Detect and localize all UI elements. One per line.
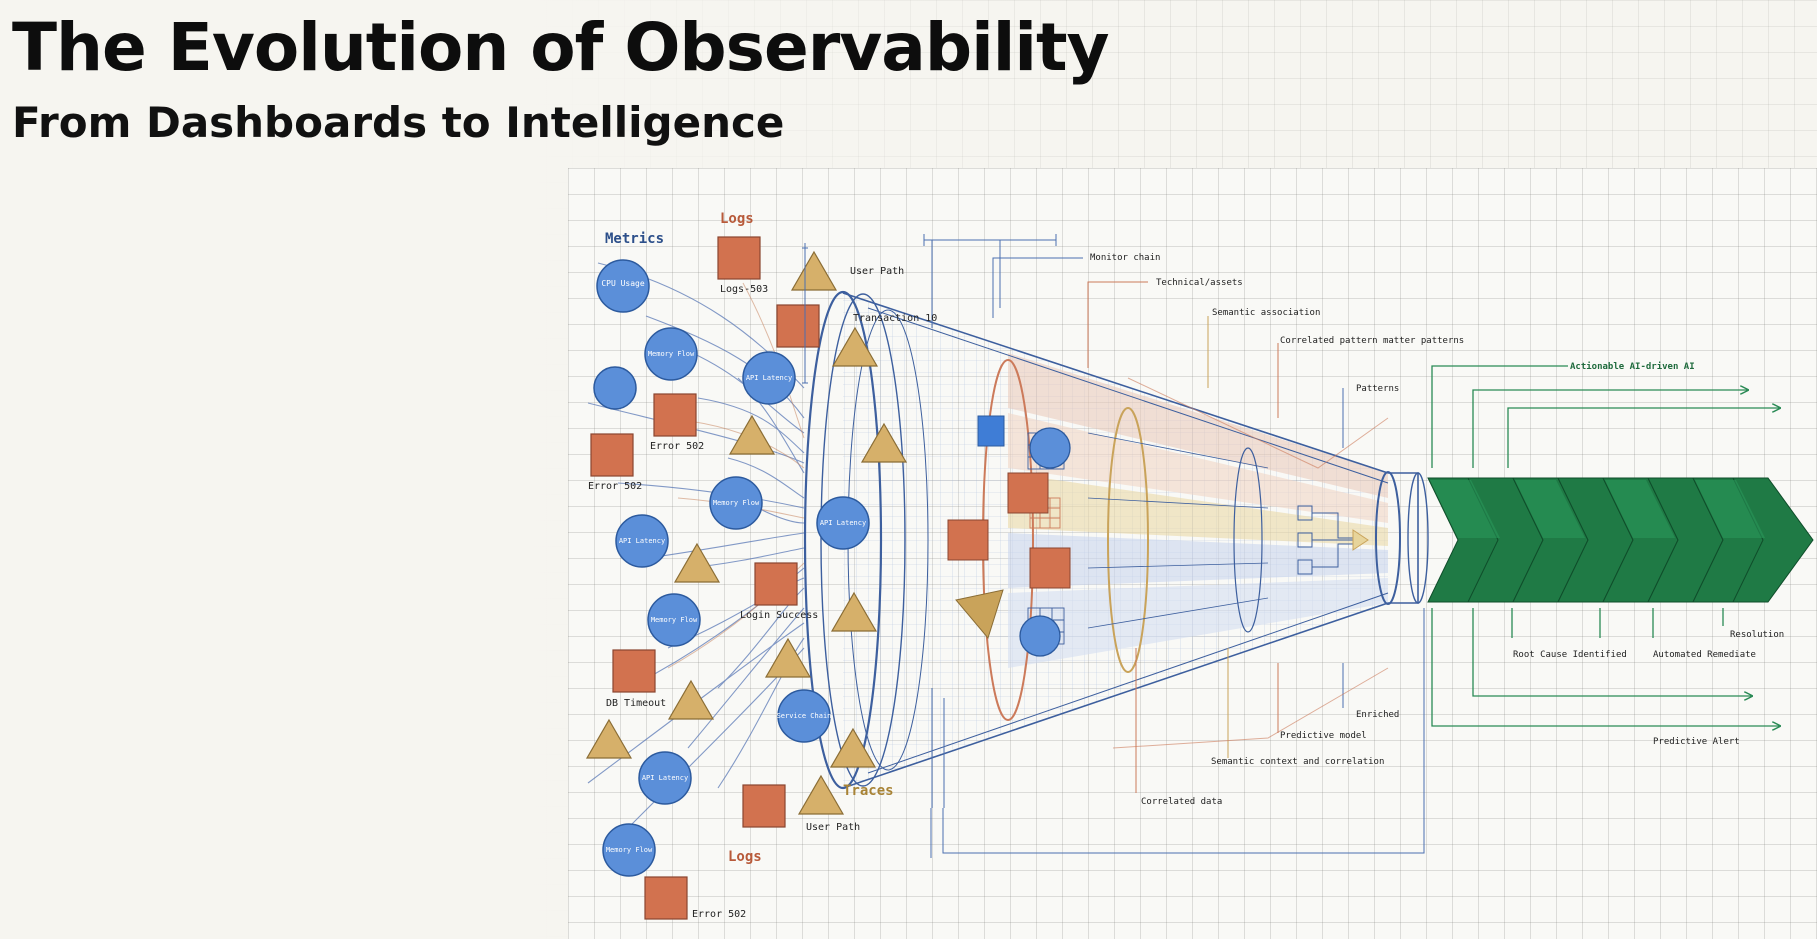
- annotation-semantic-context: Semantic context and correlation: [1211, 757, 1384, 767]
- metrics-header: Metrics: [605, 231, 664, 247]
- funnel: [803, 290, 1429, 790]
- label-error-502-c: Error 502: [692, 909, 746, 920]
- label-api-latency-4: API Latency: [642, 774, 688, 782]
- observability-funnel-diagram: Metrics Logs Logs Traces CPU Usage Memor…: [568, 168, 1817, 939]
- label-api-latency-3: API Latency: [619, 537, 665, 545]
- annotation-semantic-association: Semantic association: [1212, 308, 1320, 318]
- label-db-timeout: DB Timeout: [606, 698, 666, 709]
- page-subtitle: From Dashboards to Intelligence: [12, 98, 785, 147]
- outcome-root-cause: Root Cause Identified: [1513, 650, 1627, 660]
- outcome-automated-remediate: Automated Remediate: [1653, 650, 1756, 660]
- output-arrow: [1427, 477, 1814, 603]
- funnel-contents: [947, 415, 1071, 657]
- label-error-502-b: Error 502: [588, 481, 642, 492]
- label-user-path-bottom: User Path: [806, 822, 860, 833]
- label-logs-503: Logs-503: [720, 284, 768, 295]
- label-memory-flow-4: Memory Flow: [606, 846, 653, 854]
- outcome-predictive-alert: Predictive Alert: [1653, 737, 1740, 747]
- trace-triangles: [585, 250, 908, 815]
- annotation-correlated-pattern: Correlated pattern matter patterns: [1280, 336, 1464, 346]
- annotation-leaders: [992, 257, 1389, 793]
- annotation-predictive-model: Predictive model: [1280, 731, 1367, 741]
- label-service-chain: Service Chain: [777, 712, 832, 720]
- outcome-actionable-ai: Actionable AI-driven AI: [1570, 361, 1695, 372]
- label-error-502-a: Error 502: [650, 441, 704, 452]
- annotation-monitor-chain: Monitor chain: [1090, 253, 1160, 263]
- logs-header-top: Logs: [720, 211, 754, 227]
- label-cpu-usage: CPU Usage: [601, 279, 645, 288]
- metric-circles: [593, 259, 870, 877]
- label-memory-flow-1: Memory Flow: [648, 350, 695, 358]
- traces-header: Traces: [843, 783, 894, 799]
- annotation-patterns: Patterns: [1356, 384, 1399, 394]
- outcome-resolution: Resolution: [1730, 630, 1784, 640]
- page-title: The Evolution of Observability: [12, 9, 1110, 86]
- annotation-enriched: Enriched: [1356, 710, 1399, 720]
- label-user-path-top: User Path: [850, 266, 904, 277]
- label-api-latency-1: API Latency: [746, 374, 792, 382]
- label-login-success: Login Success: [740, 610, 818, 621]
- outcome-lines: [1431, 365, 1780, 726]
- log-squares: [590, 236, 820, 920]
- label-memory-flow-3: Memory Flow: [651, 616, 698, 624]
- annotation-correlated-data: Correlated data: [1141, 797, 1222, 807]
- label-memory-flow-2: Memory Flow: [713, 499, 760, 507]
- label-api-latency-2: API Latency: [820, 519, 866, 527]
- logs-header-bottom: Logs: [728, 849, 762, 865]
- annotation-technical-assets: Technical/assets: [1156, 278, 1243, 288]
- label-transaction-10: Transaction 10: [853, 313, 937, 324]
- dimension-lines: [802, 234, 1425, 858]
